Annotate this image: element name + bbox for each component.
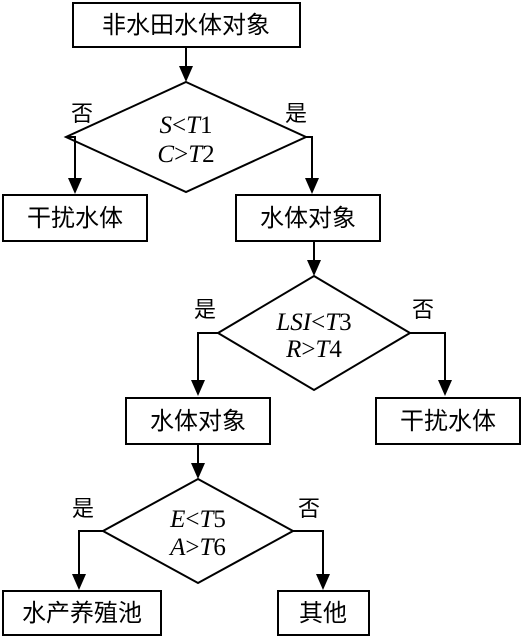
decision2-no-result-label: 干扰水体 (400, 407, 496, 435)
decision2-no-result-node: 干扰水体 (375, 397, 521, 445)
decision2-condition-line1: LSI<T3 (275, 309, 351, 336)
connector-decision1-no (66, 136, 76, 180)
decision3-condition-line2: A>T6 (168, 534, 226, 561)
decision2-yes-label: 是 (194, 298, 216, 323)
decision3-yes-result-node: 水产养殖池 (2, 590, 162, 636)
arrowhead (307, 260, 321, 276)
arrowhead (191, 380, 205, 396)
decision1-condition-line1: S<T1 (159, 112, 212, 139)
decision1-no-label: 否 (71, 102, 93, 127)
decision1-no-result-node: 干扰水体 (2, 194, 148, 242)
start-node-label: 非水田水体对象 (102, 11, 270, 39)
decision1-yes-label: 是 (285, 102, 307, 127)
connector-decision1-yes (306, 136, 313, 180)
connector-decision3-yes (78, 530, 103, 576)
decision2-yes-result-node: 水体对象 (125, 397, 271, 445)
arrowhead (179, 66, 193, 82)
arrowhead (72, 574, 86, 590)
decision3-no-result-node: 其他 (277, 590, 370, 636)
start-node: 非水田水体对象 (72, 2, 301, 48)
decision3-yes-label: 是 (72, 497, 94, 522)
decision2-node: LSI<T3 R>T4 (216, 274, 412, 392)
decision3-no-result-label: 其他 (299, 599, 347, 627)
connector-decision3-no (293, 530, 324, 576)
decision3-yes-result-label: 水产养殖池 (22, 599, 142, 627)
arrowhead (438, 380, 452, 396)
decision2-condition-line2: R>T4 (285, 336, 342, 363)
decision1-yes-result-node: 水体对象 (235, 194, 381, 242)
decision3-no-label: 否 (298, 497, 320, 522)
decision1-yes-result-label: 水体对象 (260, 204, 356, 232)
decision1-no-result-label: 干扰水体 (27, 204, 123, 232)
arrowhead (316, 574, 330, 590)
decision2-no-label: 否 (412, 298, 434, 323)
connector-decision2-yes (197, 332, 218, 382)
arrowhead (305, 178, 319, 194)
connector-decision2-no (410, 332, 446, 382)
decision3-node: E<T5 A>T6 (100, 477, 296, 585)
arrowhead (191, 463, 205, 479)
arrowhead (68, 178, 82, 194)
decision3-condition-line1: E<T5 (169, 506, 226, 533)
decision2-yes-result-label: 水体对象 (150, 407, 246, 435)
decision1-condition-line2: C>T2 (157, 141, 214, 168)
decision1-node: S<T1 C>T2 (63, 80, 309, 194)
